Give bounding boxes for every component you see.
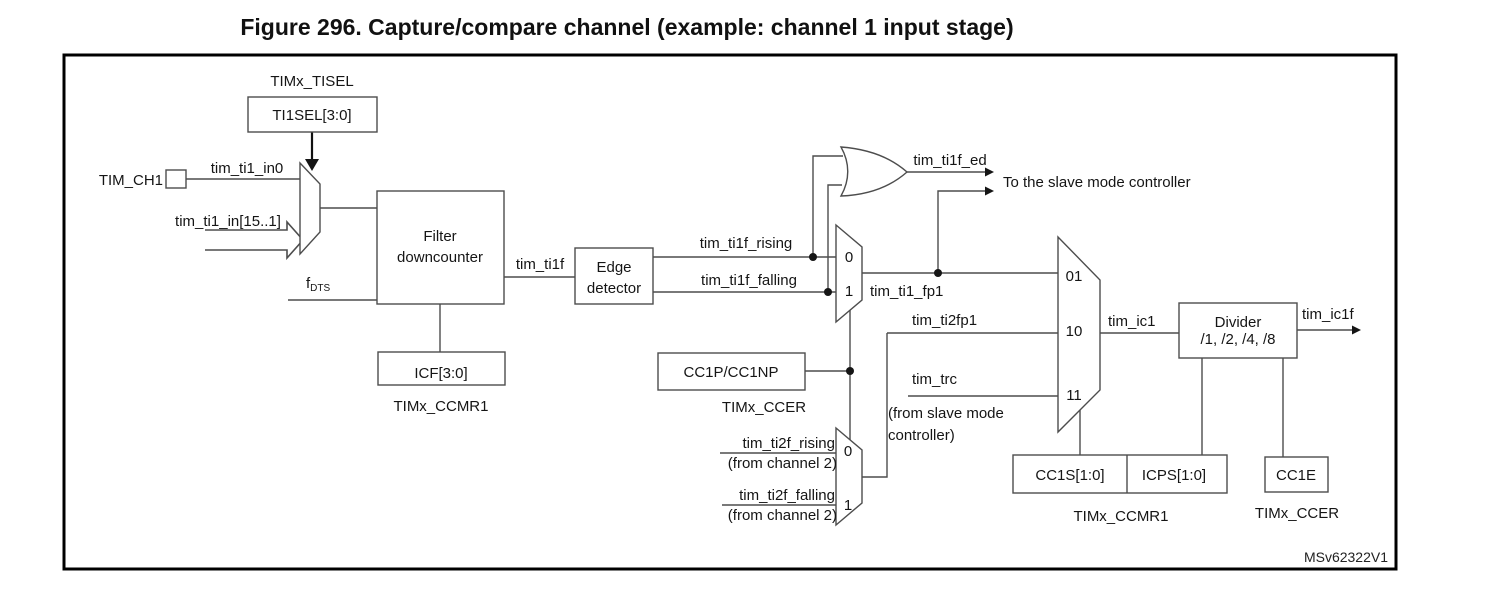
junction-falling xyxy=(824,288,832,296)
junction-fp1 xyxy=(934,269,942,277)
label-cc1s-field: CC1S[1:0] xyxy=(1035,467,1104,484)
figure-title: Figure 296. Capture/compare channel (exa… xyxy=(240,14,1014,40)
label-tim-ic1f: tim_ic1f xyxy=(1302,306,1355,323)
divider-box xyxy=(1178,302,1298,359)
label-ti1sel-field: TI1SEL[3:0] xyxy=(272,107,351,124)
watermark: MSv62322V1 xyxy=(1304,549,1388,565)
arrowhead-to-slave xyxy=(985,186,994,196)
or-gate xyxy=(839,146,909,197)
label-f-dts: fDTS xyxy=(306,275,331,294)
edge-detector-box xyxy=(574,247,654,305)
label-from-slave-line1: (from slave mode xyxy=(888,405,1004,422)
icf-register-box xyxy=(377,351,506,386)
label-timx-ccmr1-right: TIMx_CCMR1 xyxy=(1073,508,1168,525)
label-divider-line1: Divider xyxy=(1215,314,1262,331)
wire-or-input-top xyxy=(812,155,843,257)
wire-or-input-bottom xyxy=(827,184,842,292)
diagram-frame xyxy=(62,53,1398,571)
label-cc1e-field: CC1E xyxy=(1276,467,1316,484)
arrowhead-ti1f-ed xyxy=(985,167,994,177)
label-mux2-in1: 1 xyxy=(845,283,853,300)
label-filter-line2: downcounter xyxy=(397,249,483,266)
polarity-mux-ti1 xyxy=(835,223,863,324)
label-tim-ti1-in-bus: tim_ti1_in[15..1] xyxy=(175,213,281,230)
label-edge-line2: detector xyxy=(587,280,641,297)
label-from-slave-line2: controller) xyxy=(888,427,955,444)
label-timx-ccer-left: TIMx_CCER xyxy=(722,399,806,416)
label-tim-ti2fp1: tim_ti2fp1 xyxy=(912,312,977,329)
label-timx-tisel: TIMx_TISEL xyxy=(270,73,353,90)
label-tim-ti1-in0: tim_ti1_in0 xyxy=(211,160,284,177)
label-divider-line2: /1, /2, /4, /8 xyxy=(1200,331,1275,348)
arrowhead-tim-ic1f xyxy=(1352,325,1361,335)
cc1e-register-box xyxy=(1264,456,1329,493)
label-from-ch2-bottom: (from channel 2) xyxy=(728,507,837,524)
wire-mux3-out xyxy=(862,333,888,478)
label-mux4-in11: 11 xyxy=(1066,387,1082,404)
label-icf-field: ICF[3:0] xyxy=(414,365,467,382)
junction-rising xyxy=(809,253,817,261)
tim-ch1-pad xyxy=(165,169,187,189)
arrowhead-tisel xyxy=(305,159,319,171)
label-to-slave: To the slave mode controller xyxy=(1003,174,1191,191)
label-mux4-in10: 10 xyxy=(1066,323,1083,340)
label-timx-ccmr1-left: TIMx_CCMR1 xyxy=(393,398,488,415)
wire-fp1-to-slave xyxy=(937,190,985,273)
label-cc1p-field: CC1P/CC1NP xyxy=(683,364,778,381)
label-from-ch2-top: (from channel 2) xyxy=(728,455,837,472)
label-filter-line1: Filter xyxy=(423,228,456,245)
label-tim-trc: tim_trc xyxy=(912,371,958,388)
label-icps-field: ICPS[1:0] xyxy=(1142,467,1206,484)
filter-downcounter-box xyxy=(376,190,505,305)
cc1p-register-box xyxy=(657,352,806,391)
label-ti2f-rising: tim_ti2f_rising xyxy=(742,435,835,452)
label-ti1f-rising: tim_ti1f_rising xyxy=(700,235,793,252)
junction-cc1p xyxy=(846,367,854,375)
label-tim-ti1f: tim_ti1f xyxy=(516,256,565,273)
cc1s-icps-register-box xyxy=(1012,454,1228,494)
label-mux4-in01: 01 xyxy=(1066,268,1083,285)
label-mux3-in1: 1 xyxy=(844,497,852,514)
label-ti2f-falling: tim_ti2f_falling xyxy=(739,487,835,504)
polarity-mux-ti2 xyxy=(835,426,863,527)
label-edge-line1: Edge xyxy=(596,259,631,276)
cc1s-input-mux xyxy=(1057,235,1101,434)
input-select-mux xyxy=(299,161,321,256)
label-tim-ic1: tim_ic1 xyxy=(1108,313,1156,330)
tisel-register-box xyxy=(247,96,378,133)
label-tim-ch1: TIM_CH1 xyxy=(99,172,163,189)
label-ti1f-ed: tim_ti1f_ed xyxy=(913,152,986,169)
label-timx-ccer-right: TIMx_CCER xyxy=(1255,505,1339,522)
label-mux3-in0: 0 xyxy=(844,443,852,460)
label-tim-ti1-fp1: tim_ti1_fp1 xyxy=(870,283,943,300)
label-mux2-in0: 0 xyxy=(845,249,853,266)
label-ti1f-falling: tim_ti1f_falling xyxy=(701,272,797,289)
